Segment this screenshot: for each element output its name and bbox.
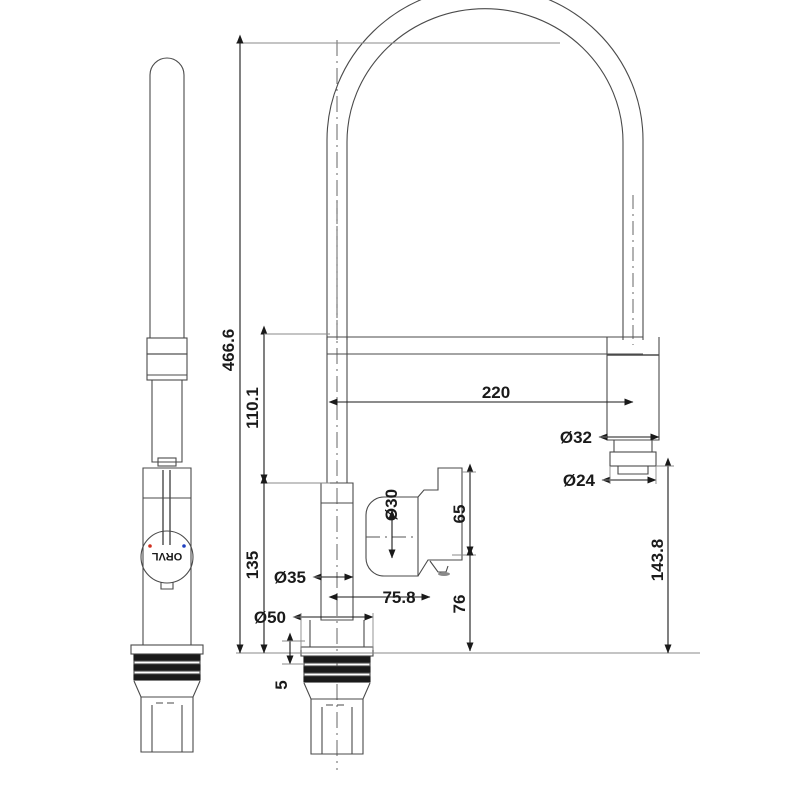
dimension-text-layer: 466.6 110.1 135 220 Ø32 Ø24 143.8 Ø30 65…	[219, 329, 667, 690]
gooseneck-outer-profile	[326, 0, 644, 340]
dim-text-sprayhead-drop: 143.8	[648, 539, 667, 582]
center-shank-taper	[303, 682, 371, 700]
dim-text-lever-offset: 75.8	[382, 588, 415, 607]
lever-knob	[140, 530, 194, 584]
brand-logo-text: ORVL	[152, 550, 183, 562]
cold-indicator-dot	[182, 544, 186, 548]
aerator-outlet	[617, 466, 649, 475]
sprayhead-step	[613, 440, 653, 453]
dim-text-body-diameter: Ø35	[274, 568, 306, 587]
lever-knob-tail	[160, 582, 174, 590]
center-front-elevation-view	[300, 0, 660, 770]
hot-indicator-dot	[148, 544, 152, 548]
brand-logo: ORVL	[152, 550, 183, 562]
dim-text-outlet-diameter: Ø24	[563, 471, 596, 490]
escutcheon-flange	[130, 644, 204, 655]
dim-text-lever-height: 65	[450, 505, 469, 524]
dim-text-body-height-lower: 135	[243, 551, 262, 579]
dim-text-overall-height: 466.6	[219, 329, 238, 372]
aerator-housing	[609, 451, 657, 467]
dim-text-washer-thickness: 5	[272, 680, 291, 689]
center-thread-ring-1	[303, 656, 371, 663]
sprayhead-barrel	[606, 337, 660, 441]
thread-ring-1	[133, 654, 201, 661]
crossbar-rails	[327, 336, 643, 355]
center-thread-ring-2	[303, 666, 371, 673]
center-thread-gap-1	[303, 662, 371, 667]
lever-arm	[417, 467, 463, 577]
center-shank-inner-lines	[321, 707, 353, 754]
lower-shank	[140, 697, 194, 753]
dim-text-base-diameter: Ø50	[254, 608, 286, 627]
base-escutcheon	[300, 646, 374, 657]
dim-text-spout-height-upper: 110.1	[243, 387, 262, 429]
left-side-elevation-view	[130, 57, 204, 753]
shank-taper	[133, 680, 201, 698]
shank-inner-lines	[151, 705, 183, 752]
collar-band-lower	[146, 353, 188, 381]
thread-ring-2	[133, 664, 201, 671]
dim-text-lever-pivot-diameter: Ø30	[382, 489, 401, 521]
thread-gap-2	[133, 670, 201, 675]
center-thread-ring-3	[303, 676, 371, 683]
dimension-layer	[236, 34, 700, 665]
dim-text-base-to-lever: 76	[450, 595, 469, 614]
lever-tip-shadow	[438, 572, 450, 576]
thread-gap-1	[133, 660, 201, 665]
lever-tail	[429, 560, 449, 573]
dim-text-sprayhead-diameter: Ø32	[560, 428, 592, 447]
center-thread-gap-2	[303, 672, 371, 677]
thread-ring-3	[133, 674, 201, 681]
center-lower-shank	[310, 699, 364, 755]
goosenecke-edge-profile	[149, 57, 185, 339]
tab-detail	[157, 457, 177, 467]
gooseneck-inner-profile	[346, 8, 624, 340]
collar-band-upper	[146, 337, 188, 355]
dim-text-spout-reach: 220	[482, 383, 510, 402]
neck-section	[151, 380, 183, 463]
